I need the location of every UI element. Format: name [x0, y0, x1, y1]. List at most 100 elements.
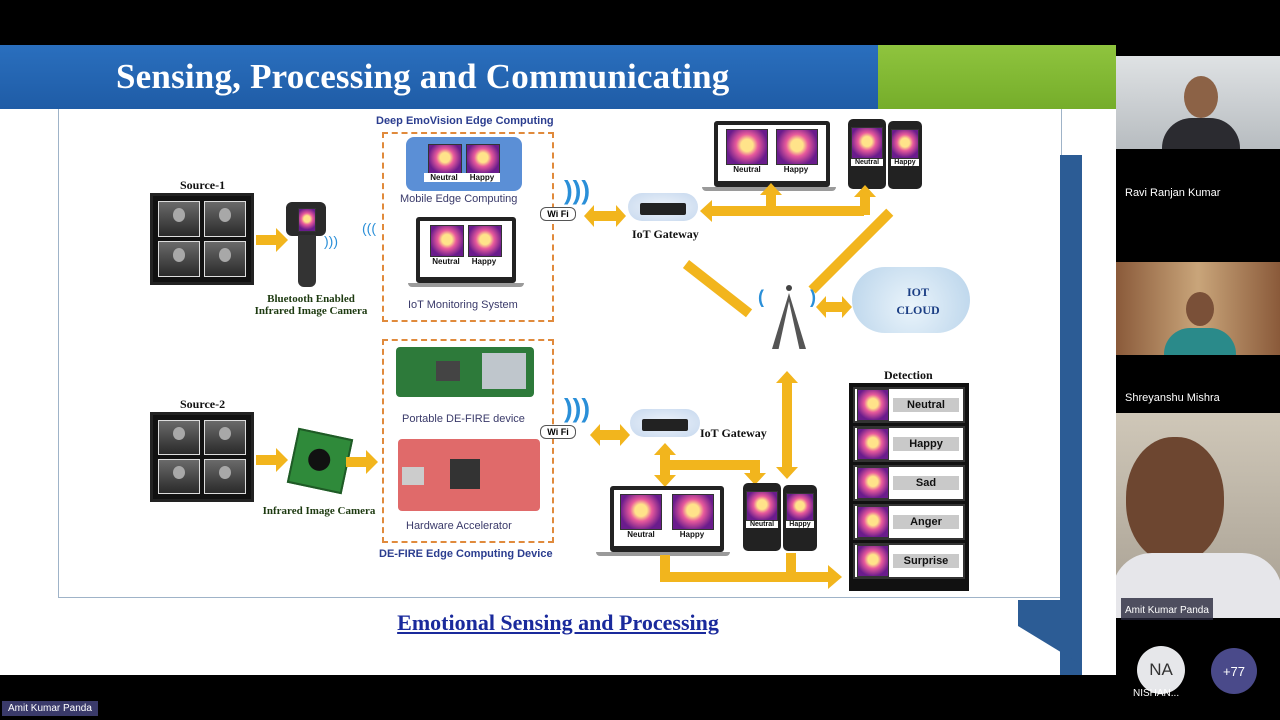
participant-name: Ravi Ranjan Kumar — [1125, 187, 1221, 199]
phone-icon: Happy — [888, 121, 922, 189]
arrow-head — [276, 448, 288, 472]
participant-video-tile[interactable] — [1116, 56, 1280, 149]
arrow-head — [620, 424, 630, 446]
emotion-tag: Happy — [783, 165, 809, 174]
participant-video-tile[interactable] — [1116, 262, 1280, 355]
emotion-tag: Neutral — [733, 165, 761, 174]
participant-video-tile[interactable] — [1116, 413, 1280, 618]
arrow — [826, 302, 842, 312]
thermal-image — [468, 225, 502, 257]
participant-avatar[interactable]: NA — [1137, 646, 1185, 694]
laptop-base — [408, 283, 524, 287]
emotion-tag: Neutral — [424, 173, 464, 182]
emotion-tag: Happy — [471, 257, 497, 266]
detection-row: Anger — [853, 504, 965, 540]
laptop-icon: Neutral Happy — [610, 486, 724, 552]
gateway-bottom-label: IoT Gateway — [700, 426, 767, 440]
edge-top-title: Deep EmoVision Edge Computing — [376, 115, 554, 127]
camera-module-icon — [286, 427, 354, 495]
more-participants-button[interactable]: +77 — [1211, 648, 1257, 694]
title-accent — [878, 45, 1116, 109]
arrow — [670, 460, 754, 470]
hw-accel-label: Hardware Accelerator — [406, 520, 512, 532]
arrow — [766, 195, 776, 211]
wifi-badge: Wi Fi — [540, 425, 576, 439]
arrow-head — [776, 467, 798, 479]
wireless-icon: ))) — [324, 233, 338, 249]
emotion-tag: Neutral — [432, 257, 460, 266]
arrow — [660, 572, 830, 582]
thermal-camera-icon — [286, 202, 326, 236]
participant-name: NISHAN... — [1133, 688, 1180, 699]
laptop-base — [596, 552, 730, 556]
arrow-head — [760, 183, 782, 195]
arrow-head — [828, 565, 842, 589]
participant-name-tag: Amit Kumar Panda — [1121, 598, 1213, 620]
laptop-icon: Neutral Happy — [714, 121, 830, 187]
thermal-image — [672, 494, 714, 530]
thermal-image — [776, 129, 818, 165]
arrow — [346, 457, 368, 467]
arrow — [660, 455, 670, 477]
slide-caption[interactable]: Emotional Sensing and Processing — [397, 610, 719, 635]
source2-label: Source-2 — [180, 397, 226, 411]
laptop-icon: Neutral Happy — [416, 217, 516, 283]
wireless-icon: ))) — [564, 393, 590, 423]
arrow — [782, 383, 792, 469]
wireless-icon: ))) — [564, 175, 590, 205]
arrow — [786, 553, 796, 575]
cell-tower-icon: ( ) — [758, 285, 816, 355]
wireless-icon: ((( — [362, 220, 376, 236]
arrow — [750, 460, 760, 476]
arrow — [594, 211, 616, 221]
emotion-tag: Happy — [464, 173, 500, 182]
tablet-icon: Neutral Happy — [406, 137, 522, 191]
thermal-image — [620, 494, 662, 530]
arrow-head — [842, 296, 852, 318]
portable-device-label: Portable DE-FIRE device — [402, 413, 525, 425]
gateway-top-label: IoT Gateway — [632, 227, 699, 241]
camera1-label: Bluetooth Enabled Infrared Image Camera — [254, 293, 368, 317]
raspberry-pi-icon — [396, 347, 534, 397]
participant-name: Shreyanshu Mishra — [1125, 392, 1220, 404]
detection-title: Detection — [884, 368, 933, 382]
arrow-head — [654, 475, 676, 487]
arrow-head — [816, 296, 826, 318]
thermal-image — [466, 144, 500, 174]
presentation-slide: Sensing, Processing and Communicating So… — [0, 45, 1116, 675]
camera2-label: Infrared Image Camera — [262, 505, 376, 517]
camera-handle — [298, 235, 316, 287]
cloud-label: IOT CLOUD — [896, 285, 940, 317]
emotion-tag: Neutral — [627, 530, 655, 539]
arrow-head — [744, 473, 766, 485]
source1-label: Source-1 — [180, 178, 226, 192]
router-icon — [640, 203, 686, 215]
router-icon — [642, 419, 688, 431]
detection-row: Surprise — [853, 543, 965, 579]
decorative-band — [1060, 155, 1082, 675]
edge-bottom-title: DE-FIRE Edge Computing Device — [379, 548, 553, 560]
source2-photos — [150, 412, 254, 502]
source1-photos — [150, 193, 254, 285]
arrow-head — [366, 450, 378, 474]
edge-bottom-box — [382, 339, 554, 543]
arrow-head — [854, 185, 876, 197]
arrow — [660, 555, 670, 577]
arrow — [256, 455, 278, 465]
fpga-board-icon — [398, 439, 540, 511]
arrow — [256, 235, 278, 245]
self-view-name-tag: Amit Kumar Panda — [2, 701, 98, 716]
arrow-head — [584, 205, 594, 227]
arrow — [860, 197, 870, 215]
title-bar — [0, 45, 878, 109]
iot-monitoring-label: IoT Monitoring System — [408, 299, 518, 311]
mobile-edge-label: Mobile Edge Computing — [400, 193, 518, 205]
emotion-tag: Happy — [679, 530, 705, 539]
slide-title: Sensing, Processing and Communicating — [116, 57, 730, 96]
arrow-head — [776, 371, 798, 383]
phone-icon: Neutral — [848, 119, 886, 189]
arrow-head — [276, 228, 288, 252]
detection-row: Sad — [853, 465, 965, 501]
detection-panel: Neutral Happy Sad Anger Surprise — [849, 383, 969, 591]
arrow — [600, 430, 620, 440]
